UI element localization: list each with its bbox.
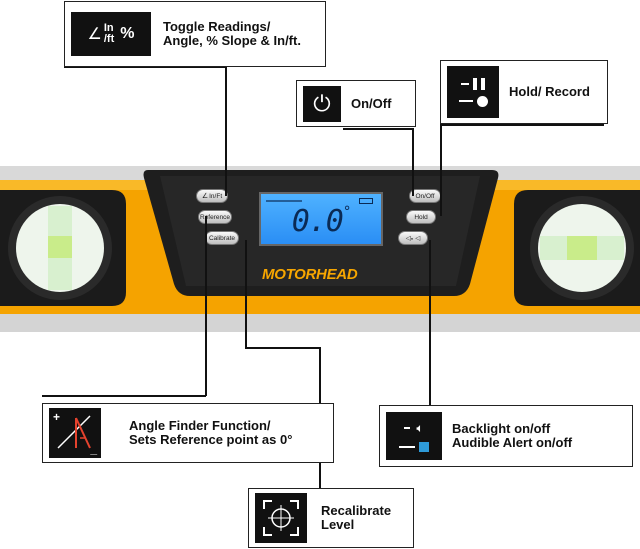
connector-toggle-v2 [225,66,227,196]
connector-hold-h [440,124,604,126]
connector-hold-v [440,124,442,216]
light-icon [419,441,429,452]
connector-ref-h [42,395,206,397]
calibrate-button[interactable]: Calibrate [205,231,239,245]
connector-cal-v [245,240,247,348]
hold-button[interactable]: Hold [406,210,436,224]
backlight-speaker-icon: 🔈︎ [386,412,442,460]
crosshair-icon [255,493,307,543]
power-icon: ⏻ [303,85,341,122]
backlight-sound-button[interactable]: ◁ₙ ◁ [398,231,428,245]
on-off-button[interactable]: On/Off [409,189,441,203]
hold-record-icon [447,66,499,118]
angle-icon: ∠ [201,193,209,200]
lcd-reading: 0.0° [291,204,352,239]
connector-onoff-v [412,128,414,196]
angle-finder-text: Angle Finder Function/ Sets Reference po… [129,418,293,447]
lcd-bar [266,200,302,202]
callout-recalibrate: Recalibrate Level [248,488,414,548]
connector-cal-h [245,347,320,349]
in-ft-button[interactable]: ∠In/Ft [196,189,228,203]
connector-ref-v [205,216,207,396]
connector-onoff-h [343,128,413,130]
recalibrate-text: Recalibrate Level [321,503,392,532]
callout-toggle-readings: ∠ In/ft % Toggle Readings/ Angle, % Slop… [64,1,326,67]
spirit-level-body [0,166,640,332]
backlight-text: Backlight on/off Audible Alert on/off [452,421,573,450]
callout-hold-record: Hold/ Record [440,60,608,124]
lcd-display: 0.0° [259,192,383,246]
callout-backlight: 🔈︎ Backlight on/off Audible Alert on/off [379,405,633,467]
speaker-icon: 🔈︎ [416,420,424,435]
brand-logo: MOTORHEAD [262,266,358,283]
reference-button[interactable]: Reference [198,210,232,224]
hold-record-text: Hold/ Record [509,84,590,99]
on-off-text: On/Off [351,95,392,111]
connector-bl-v [429,240,431,406]
angle-drawing-icon [57,415,91,449]
angle-finder-icon: + _ [49,408,101,458]
callout-on-off: ⏻ On/Off [296,80,416,127]
callout-angle-finder: + _ Angle Finder Function/ Sets Referenc… [42,403,334,463]
toggle-readings-icon: ∠ In/ft % [71,12,151,56]
battery-icon [359,198,373,204]
toggle-readings-text: Toggle Readings/ Angle, % Slope & In/ft. [163,19,301,48]
